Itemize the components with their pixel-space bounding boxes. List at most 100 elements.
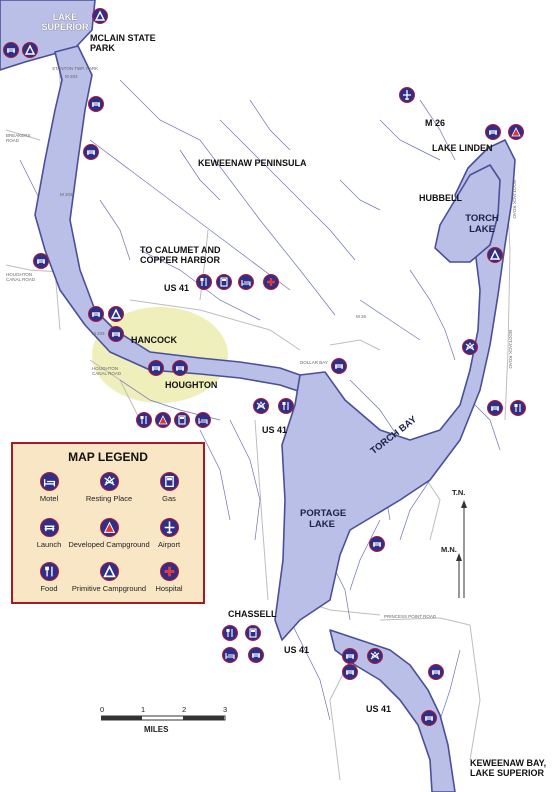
developed-campground-icon[interactable] bbox=[155, 412, 171, 428]
houghton-canal-road-label: HOUGHTON CANAL ROAD bbox=[92, 366, 122, 376]
launch-icon[interactable] bbox=[248, 647, 264, 663]
airport-icon bbox=[160, 518, 179, 537]
magnetic-north-label: M.N. bbox=[441, 545, 457, 554]
food-icon[interactable] bbox=[136, 412, 152, 428]
m26-mid-label: M 26 bbox=[356, 314, 367, 319]
lake-linden-label: LAKE LINDEN bbox=[432, 143, 493, 153]
primitive-campground-icon[interactable] bbox=[22, 42, 38, 58]
legend-item-resting-place: Resting Place bbox=[77, 472, 141, 516]
launch-icon[interactable] bbox=[331, 358, 347, 374]
airport-icon[interactable] bbox=[399, 87, 415, 103]
hospital-icon bbox=[160, 562, 179, 581]
hospital-icon[interactable] bbox=[263, 274, 279, 290]
resting-place-icon[interactable] bbox=[253, 398, 269, 414]
north-arrow-graphic bbox=[456, 500, 467, 598]
portage-lake bbox=[274, 139, 516, 641]
launch-icon[interactable] bbox=[88, 306, 104, 322]
gas-icon[interactable] bbox=[216, 274, 232, 290]
legend-item-motel: Motel bbox=[17, 472, 81, 516]
resting-place-icon[interactable] bbox=[367, 648, 383, 664]
legend-label: Gas bbox=[162, 494, 176, 503]
legend-label: Developed Campground bbox=[68, 540, 150, 549]
resting-place-icon bbox=[100, 472, 119, 491]
launch-icon[interactable] bbox=[172, 360, 188, 376]
scale-tick-0: 0 bbox=[100, 705, 105, 714]
gas-icon[interactable] bbox=[245, 625, 261, 641]
us41-south-label: US 41 bbox=[366, 704, 392, 714]
food-icon[interactable] bbox=[278, 398, 294, 414]
motel-icon[interactable] bbox=[238, 274, 254, 290]
bootjack-road-north-label: BOOTJACK ROAD bbox=[512, 180, 517, 219]
gas-icon bbox=[160, 472, 179, 491]
resting-place-icon[interactable] bbox=[462, 339, 478, 355]
legend-item-primitive-campground: Primitive Campground bbox=[72, 562, 146, 606]
motel-icon[interactable] bbox=[222, 647, 238, 663]
launch-icon[interactable] bbox=[108, 326, 124, 342]
launch-icon[interactable] bbox=[88, 96, 104, 112]
launch-icon[interactable] bbox=[148, 360, 164, 376]
launch-icon[interactable] bbox=[369, 536, 385, 552]
launch-icon[interactable] bbox=[33, 253, 49, 269]
food-icon[interactable] bbox=[222, 625, 238, 641]
launch-icon[interactable] bbox=[487, 400, 503, 416]
legend-label: Primitive Campground bbox=[71, 584, 147, 593]
launch-icon[interactable] bbox=[83, 144, 99, 160]
primitive-campground-icon[interactable] bbox=[108, 306, 124, 322]
to-calumet-label: TO CALUMET AND COPPER HARBOR bbox=[140, 245, 221, 265]
stanton-twp-park-label: STANTON TWP. PARK bbox=[52, 66, 99, 71]
scale-bar: 0 1 2 3 MILES bbox=[100, 705, 230, 741]
legend-label: Motel bbox=[39, 494, 59, 503]
legend-item-hospital: Hospital bbox=[137, 562, 201, 606]
dollar-bay-label: DOLLAR BAY bbox=[300, 360, 328, 365]
food-icon bbox=[40, 562, 59, 581]
developed-campground-icon[interactable] bbox=[508, 124, 524, 140]
legend-item-launch: Launch bbox=[17, 518, 81, 562]
m203-hancock-label: M 203 bbox=[92, 331, 105, 336]
food-icon[interactable] bbox=[510, 400, 526, 416]
mclain-state-park-label: MCLAIN STATE PARK bbox=[90, 33, 156, 53]
princess-point-road-label: PRINCESS POINT ROAD bbox=[384, 614, 437, 619]
launch-icon[interactable] bbox=[342, 664, 358, 680]
true-north-label: T.N. bbox=[452, 488, 466, 497]
waterway bbox=[0, 0, 516, 792]
launch-icon[interactable] bbox=[3, 42, 19, 58]
launch-icon bbox=[40, 518, 59, 537]
torch-lake-label: TORCH LAKE bbox=[465, 213, 499, 235]
m26-label: M 26 bbox=[425, 118, 446, 128]
motel-icon bbox=[40, 472, 59, 491]
chassell-label: CHASSELL bbox=[228, 609, 277, 619]
launch-icon[interactable] bbox=[485, 124, 501, 140]
food-icon[interactable] bbox=[196, 274, 212, 290]
legend-label: Launch bbox=[36, 540, 62, 549]
us41-calumet-label: US 41 bbox=[164, 283, 190, 293]
motel-icon[interactable] bbox=[195, 412, 211, 428]
us41-houghton-label: US 41 bbox=[262, 425, 288, 435]
scale-tick-3: 3 bbox=[223, 705, 228, 714]
launch-icon[interactable] bbox=[421, 710, 437, 726]
gas-icon[interactable] bbox=[174, 412, 190, 428]
primitive-campground-icon bbox=[100, 562, 119, 581]
portage-lake-label: PORTAGE LAKE bbox=[300, 508, 347, 530]
legend-item-developed-campground: Developed Campground bbox=[68, 518, 150, 562]
developed-campground-icon bbox=[100, 518, 119, 537]
legend-item-airport: Airport bbox=[137, 518, 201, 562]
launch-icon[interactable] bbox=[342, 648, 358, 664]
hancock-label: HANCOCK bbox=[131, 335, 177, 345]
keweenaw-peninsula-label: KEWEENAW PENINSULA bbox=[198, 158, 307, 168]
houghton-label: HOUGHTON bbox=[165, 380, 218, 390]
legend-title: MAP LEGEND bbox=[68, 450, 148, 464]
legend-label: Hospital bbox=[155, 584, 183, 593]
m203-north-label: M 203 bbox=[65, 74, 78, 79]
primitive-campground-icon[interactable] bbox=[92, 8, 108, 24]
breakers-road-label: BREAKERS ROAD bbox=[6, 133, 31, 143]
m203-mid-label: M 203 bbox=[60, 192, 73, 197]
hubbell-label: HUBBELL bbox=[419, 193, 462, 203]
keweenaw-bay-label: KEWEENAW BAY, LAKE SUPERIOR bbox=[470, 758, 547, 778]
scale-unit-label: MILES bbox=[144, 725, 169, 734]
lake-superior-north-label: LAKE SUPERIOR bbox=[41, 12, 89, 32]
primitive-campground-icon[interactable] bbox=[487, 247, 503, 263]
launch-icon[interactable] bbox=[428, 664, 444, 680]
houghton-canal-road-west-label: HOUGHTON CANAL ROAD bbox=[6, 272, 36, 282]
